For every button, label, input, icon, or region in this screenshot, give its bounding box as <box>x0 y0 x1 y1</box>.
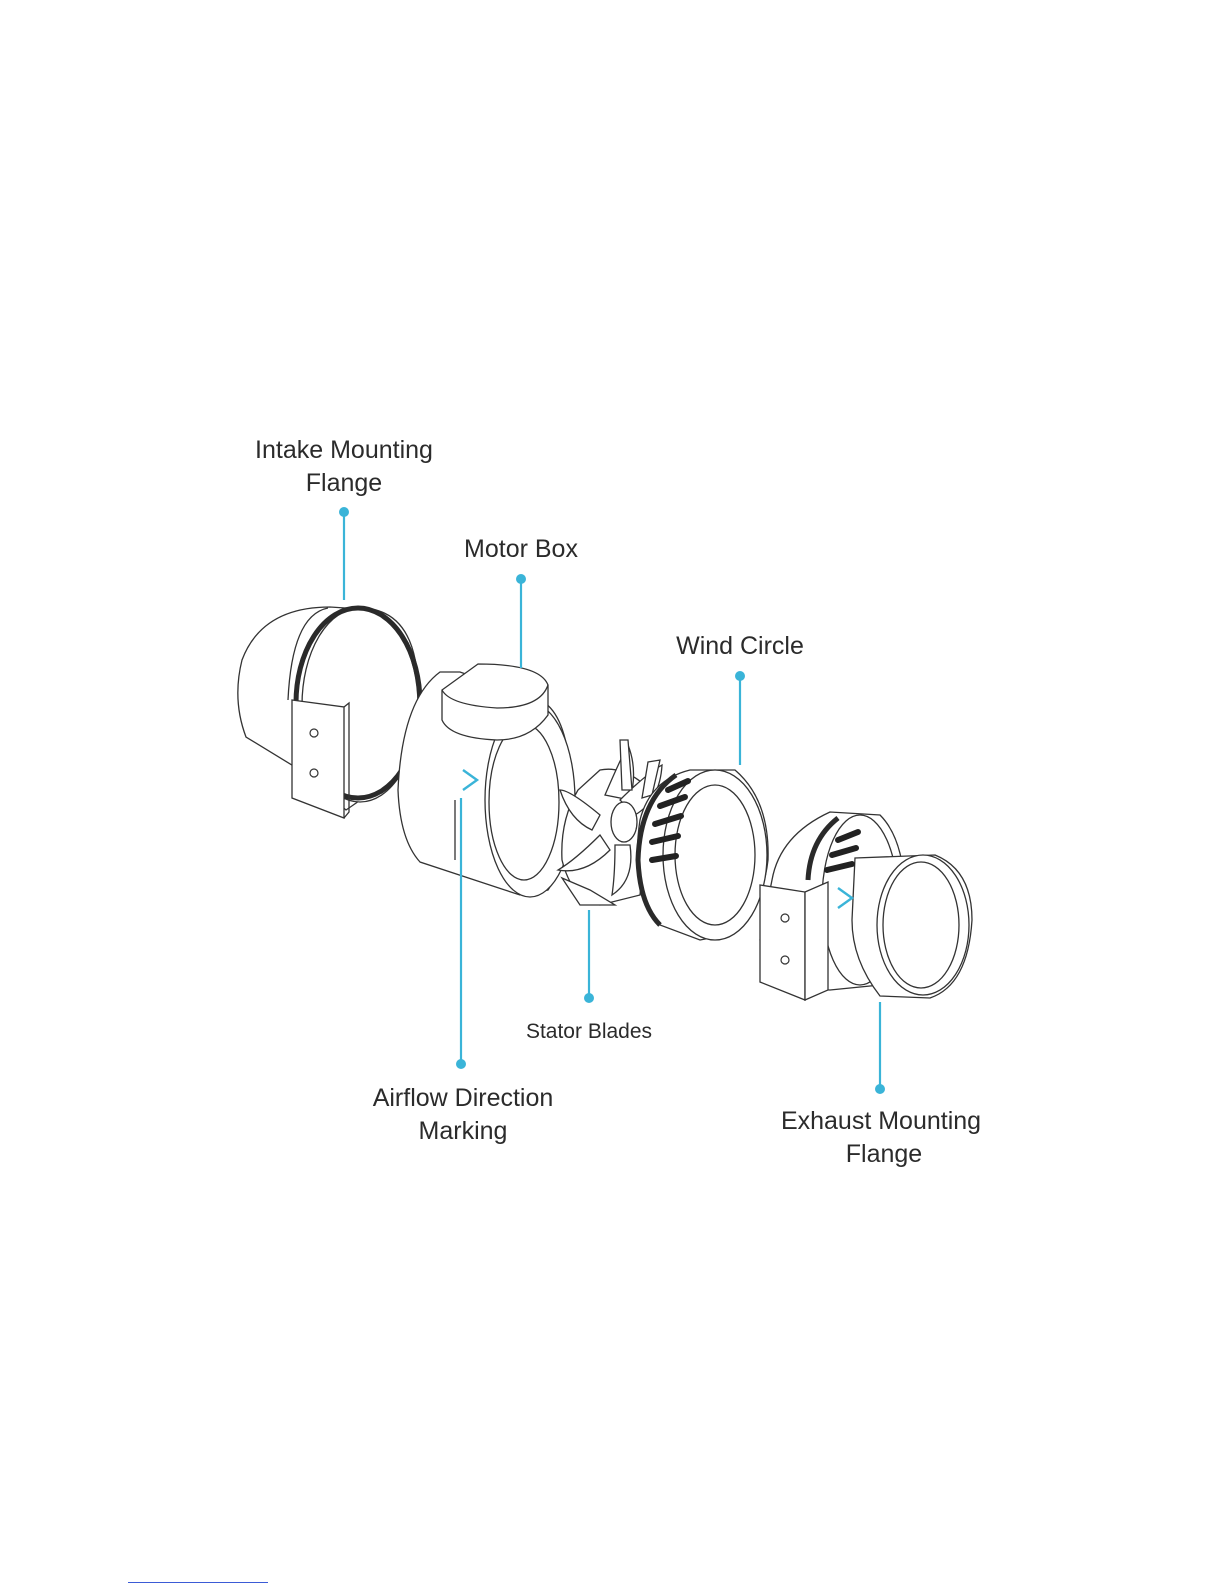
label-intake-line2: Flange <box>306 469 382 497</box>
leader-stator-blades <box>584 910 594 1003</box>
label-airflow-line2: Marking <box>419 1117 508 1145</box>
exhaust-mounting-flange <box>760 812 972 1000</box>
leader-exhaust <box>875 1002 885 1094</box>
label-wind-circle: Wind Circle <box>676 632 804 660</box>
wind-circle <box>638 770 769 940</box>
label-intake-line1: Intake Mounting <box>255 436 433 464</box>
footer-rule <box>128 1582 268 1583</box>
leader-motor-box <box>516 574 526 668</box>
label-exhaust-line2: Flange <box>846 1140 922 1168</box>
label-airflow-line1: Airflow Direction <box>373 1084 554 1112</box>
intake-mounting-flange <box>238 607 420 818</box>
label-motor-box: Motor Box <box>464 535 578 563</box>
leader-intake <box>339 507 349 600</box>
label-exhaust-line1: Exhaust Mounting <box>781 1107 981 1135</box>
label-stator-blades: Stator Blades <box>526 1020 652 1043</box>
leader-wind-circle <box>735 671 745 765</box>
